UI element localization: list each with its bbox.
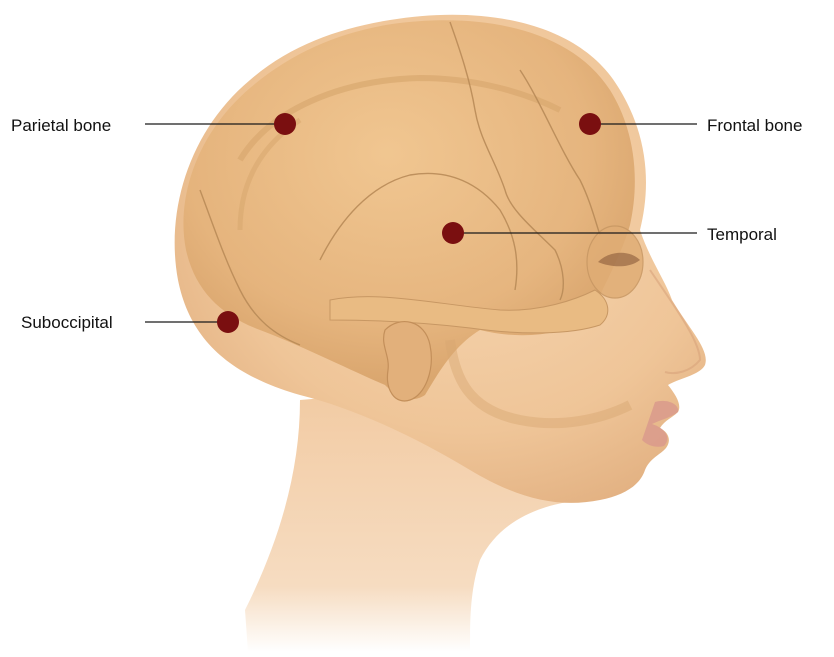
label-frontal-bone: Frontal bone <box>707 116 802 136</box>
label-temporal: Temporal <box>707 225 777 245</box>
marker-frontal <box>579 113 601 135</box>
marker-suboccipital <box>217 311 239 333</box>
label-suboccipital: Suboccipital <box>21 313 113 333</box>
label-parietal-bone: Parietal bone <box>11 116 111 136</box>
marker-parietal <box>274 113 296 135</box>
marker-temporal <box>442 222 464 244</box>
